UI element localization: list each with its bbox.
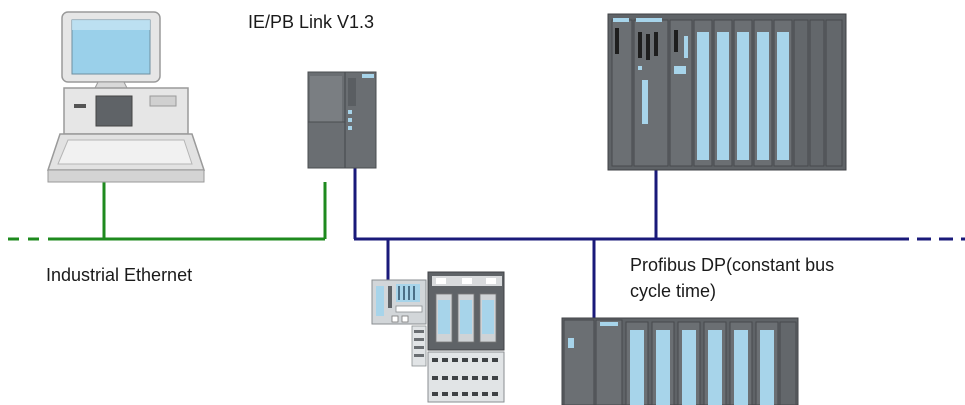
profibus-label-line1: Profibus DP(constant bus <box>630 255 834 275</box>
industrial-ethernet-label: Industrial Ethernet <box>46 265 192 285</box>
pc-icon <box>46 11 206 183</box>
s7-400-rack <box>607 13 847 171</box>
industrial-ethernet-bus <box>8 182 327 241</box>
profibus-label-line2: cycle time) <box>630 281 716 301</box>
ie-pb-link-label: IE/PB Link V1.3 <box>248 12 374 32</box>
s7-300-rack <box>561 317 799 405</box>
et200-io-device <box>371 271 505 403</box>
profibus-dp-bus <box>353 166 965 322</box>
ie-pb-link-module <box>307 71 377 169</box>
